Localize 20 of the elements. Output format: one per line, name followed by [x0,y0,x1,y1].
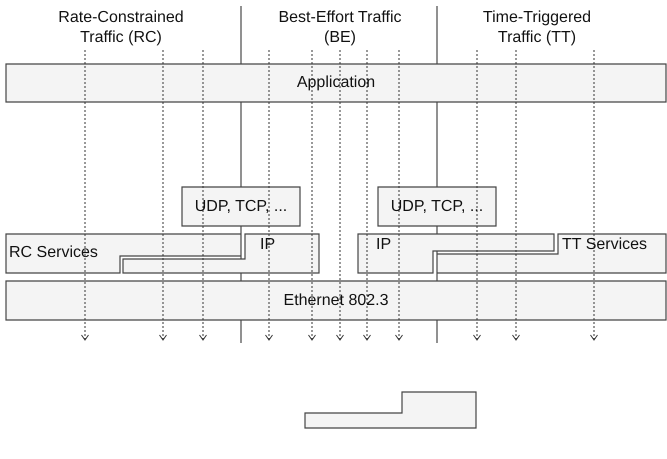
service-block [437,234,666,273]
protocol-block [358,234,554,273]
layer-label: RC Services [9,243,99,263]
protocol-block [123,234,319,273]
column-heading: Time-Triggered Traffic (TT) [482,8,592,48]
layer-band [6,281,666,320]
layer-label: Ethernet 802.3 [282,290,390,310]
column-heading: Rate-Constrained Traffic (RC) [57,8,185,48]
layer-label: IP [376,235,392,255]
layer-band [6,64,666,102]
layer-label: UDP, TCP, ... [194,196,288,216]
protocol-box [182,187,300,226]
layer-label: TT Services [562,235,648,255]
service-block [6,234,241,273]
layer-label: UDP, TCP, ... [390,196,484,216]
layer-label: IP [260,235,276,255]
layer-label: Application [296,73,376,93]
column-heading: Best-Effort Traffic (BE) [277,8,402,48]
protocol-box [378,187,496,226]
stepped-box [305,392,476,428]
